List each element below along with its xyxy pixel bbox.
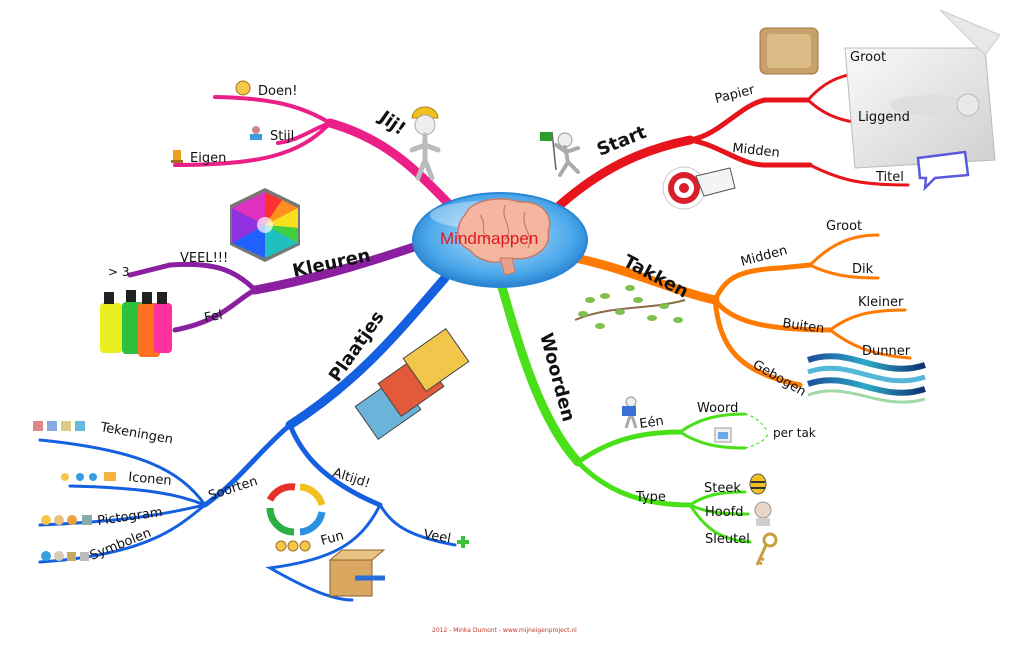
emoji-group-icon bbox=[275, 540, 311, 552]
person-book-icon bbox=[622, 396, 638, 429]
smiley-icon bbox=[235, 80, 251, 96]
kleuren-veel-label: VEEL!!! bbox=[180, 251, 228, 266]
start-groot-label: Groot bbox=[850, 50, 886, 65]
plaatjes-pictogram-label: Pictogram bbox=[96, 505, 163, 529]
center-node: Mindmappen bbox=[412, 192, 588, 288]
spray-bottles-icon bbox=[100, 290, 172, 357]
jij-stijl-label: Stijl bbox=[270, 129, 294, 144]
plaatjes-symbolen-label: Symbolen bbox=[88, 526, 154, 564]
head-icon bbox=[754, 501, 772, 526]
runner-flag-icon bbox=[540, 131, 580, 177]
takken-dik-label: Dik bbox=[852, 262, 874, 277]
bee-icon bbox=[749, 473, 767, 495]
footer-credit: 2012 - Minka Dumont - www.mijneigenproje… bbox=[432, 627, 577, 634]
jij-eigen-label: Eigen bbox=[190, 151, 226, 166]
woorden-type-label: Type bbox=[635, 490, 666, 505]
woorden-steek-label: Steek bbox=[704, 481, 741, 496]
center-title: Mindmappen bbox=[440, 229, 538, 248]
woorden-pertak-label: per tak bbox=[773, 426, 816, 440]
tekeningen-icons bbox=[33, 421, 85, 431]
speech-bubble-icon bbox=[916, 150, 970, 192]
start-liggend-label: Liggend bbox=[858, 110, 910, 125]
paper-sheet-icon bbox=[844, 9, 1001, 169]
jij-label: Jij! bbox=[373, 106, 409, 140]
fruit-cards-icon bbox=[354, 328, 470, 440]
branch-kleuren bbox=[127, 240, 425, 333]
kleuren-gt3-label: > 3 bbox=[108, 265, 130, 279]
brain-icon bbox=[457, 198, 551, 276]
takken-buiten-label: Buiten bbox=[781, 316, 825, 337]
worker-figure-icon bbox=[409, 106, 441, 181]
plus-icon bbox=[457, 536, 469, 548]
woorden-woord-label: Woord bbox=[697, 401, 738, 416]
wave-icon bbox=[806, 353, 926, 404]
plaatjes-altijd-label: Altijd! bbox=[331, 466, 372, 492]
plaatjes-veel-label: Veel bbox=[422, 527, 452, 547]
woorden-hoofd-label: Hoofd bbox=[705, 505, 744, 520]
color-hexagon-icon bbox=[230, 188, 300, 262]
takken-groot-label: Groot bbox=[826, 219, 862, 234]
branch-jij bbox=[173, 95, 455, 210]
pictogram-icons bbox=[41, 515, 92, 525]
woord-dashed-connector bbox=[744, 413, 769, 449]
symbolen-icons bbox=[41, 551, 89, 561]
person-sitting-icon bbox=[250, 126, 262, 140]
start-midden-label: Midden bbox=[732, 141, 781, 161]
jij-doen-label: Doen! bbox=[258, 84, 297, 99]
cycle-arrows-icon bbox=[266, 483, 326, 536]
woorden-een-label: Eén bbox=[638, 414, 664, 432]
takken-kleiner-label: Kleiner bbox=[858, 295, 904, 310]
branch-woorden bbox=[495, 275, 752, 544]
trophy-icon bbox=[171, 150, 183, 163]
key-icon bbox=[755, 532, 778, 566]
iconen-icons bbox=[61, 472, 116, 481]
plaatjes-fun-label: Fun bbox=[319, 528, 345, 549]
takken-dunner-label: Dunner bbox=[862, 344, 911, 359]
parchment-icon bbox=[759, 27, 819, 75]
kleuren-fel-label: Fel bbox=[203, 308, 224, 326]
tree-branch-icon bbox=[574, 285, 686, 329]
woorden-sleutel-label: Sleutel bbox=[705, 532, 750, 547]
box-icon bbox=[328, 549, 386, 597]
target-icon bbox=[662, 166, 736, 210]
start-titel-label: Titel bbox=[875, 170, 904, 185]
plaatjes-tekeningen-label: Tekeningen bbox=[98, 420, 174, 448]
takken-gebogen-label: Gebogen bbox=[750, 357, 808, 399]
branch-start bbox=[555, 70, 910, 210]
picture-icon bbox=[714, 427, 732, 443]
plaatjes-iconen-label: Iconen bbox=[128, 470, 173, 489]
